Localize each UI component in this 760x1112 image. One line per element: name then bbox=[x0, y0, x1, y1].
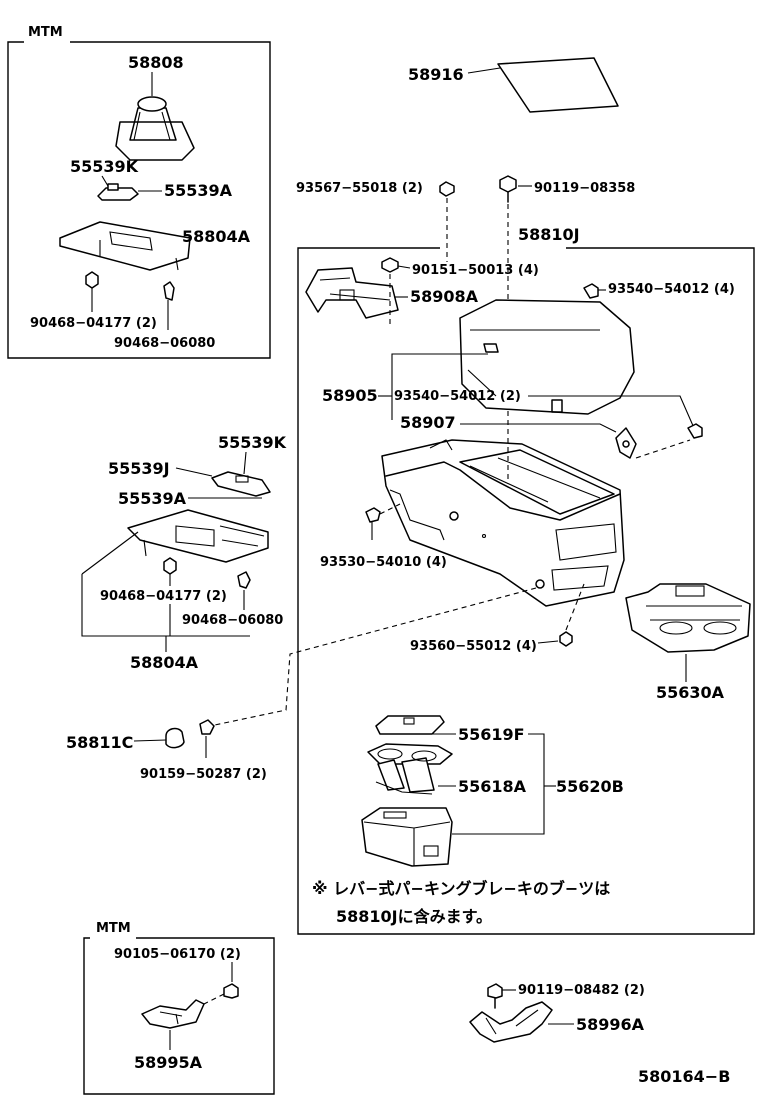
label-55619f: 55619F bbox=[458, 725, 525, 744]
label-58907: 58907 bbox=[400, 413, 456, 432]
main-frame bbox=[297, 247, 755, 935]
label-58905: 58905 bbox=[322, 386, 378, 405]
bezel-58804a-mid-part bbox=[127, 509, 269, 563]
label-90151-50013: 90151−50013 (4) bbox=[412, 263, 539, 278]
dashed-link-58811c bbox=[209, 587, 537, 727]
cap-58811c-part bbox=[165, 727, 185, 749]
clip-90468-06080-mid-part bbox=[237, 571, 251, 589]
mat-58916-part bbox=[497, 57, 619, 113]
label-55618a: 55618A bbox=[458, 777, 527, 796]
mtm-top-label: MTM bbox=[28, 25, 63, 40]
screw-90468-04177-mid-part bbox=[163, 557, 177, 575]
bolt-90119-08358-part bbox=[499, 175, 517, 203]
bracket-58996a-part bbox=[469, 1001, 553, 1043]
screw-93560-55012-part bbox=[559, 631, 573, 647]
label-55539a-top: 55539A bbox=[164, 181, 233, 200]
note-line-1: ※ レバ−式パ−キングブレ−キのブ−ツは bbox=[312, 879, 610, 898]
bezel-58804a-top-part bbox=[59, 221, 191, 271]
cupholder-55618a-part bbox=[367, 743, 453, 795]
label-58908a: 58908A bbox=[410, 287, 479, 306]
label-58804a-mid: 58804A bbox=[130, 653, 199, 672]
clip-90468-06080-top-part bbox=[163, 281, 175, 301]
screw-90468-04177-top-part bbox=[85, 271, 99, 289]
mtm-top-frame bbox=[7, 41, 271, 359]
label-55620b: 55620B bbox=[556, 777, 624, 796]
screw-90159-50287-part bbox=[199, 719, 215, 735]
label-90468-06080-top: 90468−06080 bbox=[114, 336, 215, 351]
label-90119-08482: 90119−08482 (2) bbox=[518, 983, 645, 998]
bracket-58908a-part bbox=[305, 267, 399, 319]
holder-55630a-part bbox=[625, 583, 751, 653]
mtm-bottom-group: MTM 90105−06170 (2) 58995A bbox=[83, 921, 275, 1095]
label-90105-06170: 90105−06170 (2) bbox=[114, 947, 241, 962]
screw-93567-55018-part bbox=[439, 181, 455, 197]
label-58995a: 58995A bbox=[134, 1053, 203, 1072]
bolt-90119-08482-part bbox=[487, 983, 503, 1009]
label-58996a: 58996A bbox=[576, 1015, 645, 1034]
screw-93540-54012-four-part bbox=[583, 283, 599, 299]
armrest-lid-part bbox=[459, 299, 635, 415]
mtm-bottom-label: MTM bbox=[96, 921, 131, 936]
label-55539j: 55539J bbox=[108, 459, 170, 478]
hinge-58907-part bbox=[615, 427, 637, 459]
retainer-55539a-top-part bbox=[97, 183, 139, 201]
label-90119-08358: 90119−08358 bbox=[534, 181, 635, 196]
label-55539k-top: 55539K bbox=[70, 157, 139, 176]
label-93567-55018: 93567−55018 (2) bbox=[296, 181, 423, 196]
label-90468-06080-mid: 90468−06080 bbox=[182, 613, 283, 628]
label-93560-55012: 93560−55012 (4) bbox=[410, 639, 537, 654]
plate-55619f-part bbox=[375, 715, 445, 735]
label-58808: 58808 bbox=[128, 53, 184, 72]
mtm-bottom-frame bbox=[83, 937, 275, 1095]
shift-boot-58808-part bbox=[115, 96, 195, 161]
label-58916: 58916 bbox=[408, 65, 464, 84]
label-93530-54010: 93530−54010 (4) bbox=[320, 555, 447, 570]
label-93540-54012-two: 93540−54012 (2) bbox=[394, 389, 521, 404]
label-55630a: 55630A bbox=[656, 683, 725, 702]
mtm-top-group: MTM 58808 55539K 55539A 58804A bbox=[7, 25, 271, 359]
note-line-2: 58810Jに含みます。 bbox=[336, 907, 492, 926]
label-58810j: 58810J bbox=[518, 225, 580, 244]
diagram-id: 580164−B bbox=[638, 1067, 730, 1086]
label-90468-04177-mid: 90468−04177 (2) bbox=[100, 589, 227, 604]
label-90468-04177-top: 90468−04177 (2) bbox=[30, 316, 157, 331]
label-58811c: 58811C bbox=[66, 733, 133, 752]
label-58804a-top: 58804A bbox=[182, 227, 251, 246]
label-55539a-mid: 55539A bbox=[118, 489, 187, 508]
screw-93530-54010-part bbox=[365, 507, 381, 523]
box-55620b-part bbox=[361, 807, 453, 867]
screw-90151-50013-part bbox=[381, 257, 399, 273]
label-93540-54012-four: 93540−54012 (4) bbox=[608, 282, 735, 297]
retainer-55539-mid-part bbox=[211, 471, 271, 497]
label-90159-50287: 90159−50287 (2) bbox=[140, 767, 267, 782]
label-55539k-mid: 55539K bbox=[218, 433, 287, 452]
bracket-58995a-part bbox=[141, 999, 205, 1029]
screw-93540-54012-two-part bbox=[687, 423, 703, 439]
screw-90105-06170-part bbox=[223, 983, 239, 999]
console-box-part bbox=[381, 439, 625, 607]
